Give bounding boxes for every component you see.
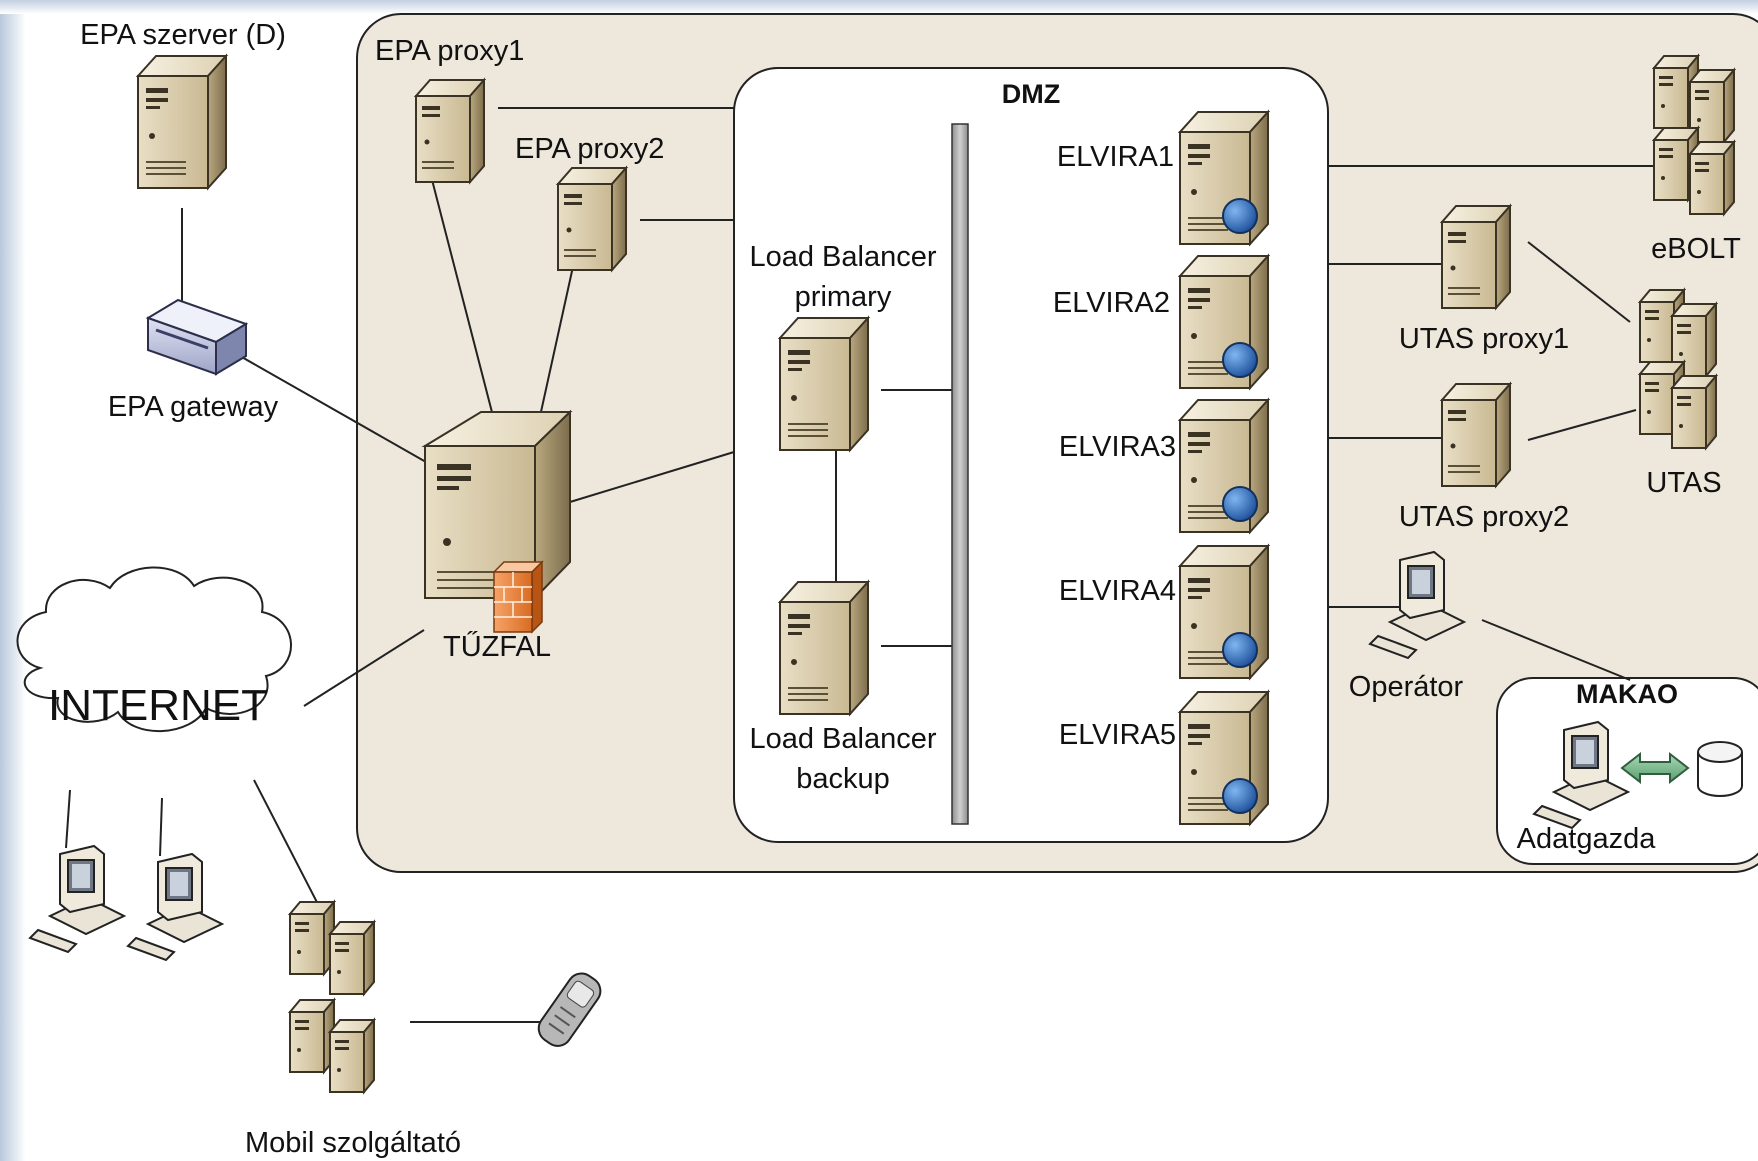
lb-backup-label-line1: Load Balancer (749, 723, 936, 755)
epa-proxy2-label: EPA proxy2 (515, 133, 664, 165)
elvira3-label: ELVIRA3 (1059, 431, 1176, 463)
epa-gateway-label: EPA gateway (108, 391, 279, 423)
slide-left-accent (0, 0, 26, 1161)
server-rack-icon (1654, 56, 1734, 214)
epa-proxy1-label: EPA proxy1 (375, 35, 524, 67)
utas-node: UTAS (1640, 290, 1722, 499)
ebolt-label: eBOLT (1651, 233, 1741, 265)
firewall-brick-icon (494, 562, 542, 632)
globe-icon (1223, 779, 1257, 813)
globe-icon (1223, 199, 1257, 233)
globe-icon (1223, 633, 1257, 667)
firewall-label: TŰZFAL (443, 630, 551, 663)
server-icon (416, 80, 484, 182)
lb-primary-label-line2: primary (795, 281, 892, 313)
lb-backup-label-line2: backup (796, 763, 890, 795)
elvira4-label: ELVIRA4 (1059, 575, 1176, 607)
elvira2-label: ELVIRA2 (1053, 287, 1170, 319)
server-icon (558, 168, 626, 270)
globe-icon (1223, 343, 1257, 377)
mobile-provider-label: Mobil szolgáltató (245, 1127, 461, 1159)
elvira1-label: ELVIRA1 (1057, 141, 1174, 173)
server-icon (138, 56, 226, 188)
ebolt-node: eBOLT (1651, 56, 1741, 265)
epa-server-label: EPA szerver (D) (80, 19, 286, 51)
server-icon (780, 318, 868, 450)
dmz-switch-bar (952, 124, 968, 824)
utas-proxy2-label: UTAS proxy2 (1399, 501, 1569, 533)
elvira5-label: ELVIRA5 (1059, 719, 1176, 751)
server-rack-icon (1640, 290, 1716, 448)
lb-primary-label-line1: Load Balancer (749, 241, 936, 273)
dmz-title: DMZ (1002, 79, 1060, 109)
internet-node: INTERNET (17, 567, 291, 731)
operator-label: Operátor (1349, 671, 1464, 703)
server-icon (1442, 206, 1510, 308)
database-icon (1698, 742, 1742, 796)
globe-icon (1223, 487, 1257, 521)
makao-title: MAKAO (1576, 679, 1678, 709)
adatgazda-label: Adatgazda (1517, 823, 1657, 855)
internet-label: INTERNET (48, 681, 268, 730)
utas-proxy1-label: UTAS proxy1 (1399, 323, 1569, 355)
utas-label: UTAS (1646, 467, 1721, 499)
server-icon (1442, 384, 1510, 486)
server-icon (780, 582, 868, 714)
slide-top-accent (0, 0, 1758, 14)
